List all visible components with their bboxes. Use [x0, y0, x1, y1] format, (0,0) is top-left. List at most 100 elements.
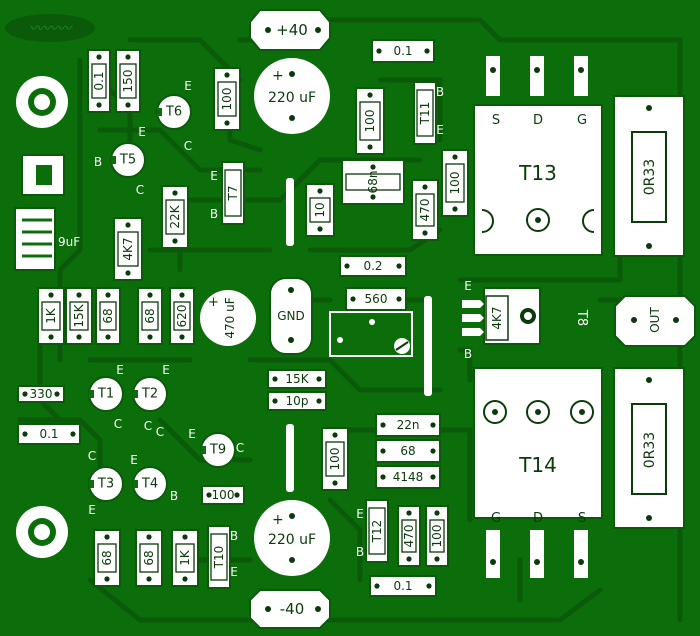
cap-0-1-top: 0.1	[371, 39, 435, 63]
cap-0-2: 0.2	[339, 255, 407, 277]
pin-letter: E	[138, 125, 146, 139]
resistor-150-label: 150	[121, 70, 135, 93]
cap-22n-label: 22n	[397, 418, 420, 432]
neg40-pad: -40	[249, 589, 331, 629]
t14-pin-s: S	[578, 511, 586, 526]
pin-letter: E	[184, 79, 192, 93]
cap-0-1-bottom: 0.1	[369, 575, 437, 597]
cap-10p-label: 10p	[286, 394, 309, 408]
t13-label: T13	[518, 161, 557, 185]
resistor-68-c-label: 68	[400, 444, 415, 458]
cap-0-1-top-label: 0.1	[393, 44, 412, 58]
resistor-15k-a-label: 15K	[72, 303, 86, 327]
resistor-1k-a-label: 1K	[44, 307, 58, 324]
transistor-t8: 4K7 E B T8	[462, 279, 589, 361]
transistor-t11: T11	[413, 81, 437, 145]
resistor-620-label: 620	[175, 305, 189, 328]
transistor-t12-label: T12	[370, 520, 384, 544]
pin-letter: E	[356, 507, 364, 521]
resistor-100-c-label: 100	[448, 172, 462, 195]
pin-letter: C	[114, 417, 122, 431]
resistor-15k-b-label: 15K	[285, 372, 309, 386]
resistor-22k: 22K	[161, 185, 189, 249]
pos40-label: +40	[276, 21, 308, 39]
cap-0-1-left: 0.1	[17, 423, 81, 445]
transistor-t5-label: T5	[119, 153, 136, 168]
resistor-100-e-label: 100	[212, 488, 235, 502]
input-connector: 9uF	[14, 154, 80, 271]
pin-letter: B	[170, 489, 178, 503]
resistor-100-d-label: 100	[328, 448, 342, 471]
transistor-t7-label: T7	[226, 186, 240, 202]
resistor-470-a: 470	[411, 179, 439, 241]
pin-letter: E	[162, 363, 170, 377]
transistor-t1: T1	[88, 376, 124, 412]
pin-letter: C	[156, 425, 164, 439]
resistor-100-b: 100	[355, 87, 385, 155]
transistor-t10: T10	[207, 525, 231, 589]
resistor-100-e: 100	[201, 485, 245, 505]
resistor-100-a-label: 100	[220, 88, 234, 111]
resistor-620: 620	[169, 287, 195, 345]
transistor-t4: T4	[132, 466, 168, 502]
pin-letter: C	[144, 419, 152, 433]
cap-220uf-top: + 220 uF	[254, 58, 330, 134]
resistor-10-label: 10	[313, 202, 327, 217]
resistor-100-b-label: 100	[363, 110, 377, 133]
transistor-t7: T7	[221, 161, 245, 225]
pin-letter: E	[436, 123, 444, 137]
resistor-100-a: 100	[213, 67, 241, 131]
pin-letter: E	[188, 427, 196, 441]
resistor-330: 330	[17, 385, 65, 403]
resistor-68-e: 68	[135, 529, 163, 587]
cap-68n-label: 68n	[366, 171, 380, 194]
transistor-t14: T14 G D S	[473, 367, 603, 578]
jumper-wires	[286, 178, 432, 492]
cap-plus-sign: +	[272, 512, 284, 528]
out-label: OUT	[648, 307, 662, 333]
resistor-22k-label: 22K	[168, 204, 182, 228]
resistor-1k-b: 1K	[171, 529, 199, 587]
pin-letter: C	[88, 449, 96, 463]
cap-470uf: + 470 uF	[200, 290, 256, 346]
pin-letter: E	[130, 453, 138, 467]
transistor-t11-label: T11	[418, 102, 432, 126]
resistor-68-c: 68	[375, 439, 441, 463]
t13-pin-g: G	[577, 113, 587, 128]
cap-10p: 10p	[267, 391, 327, 411]
gnd-pad: GND	[269, 277, 313, 355]
cap-220uf-top-label: 220 uF	[268, 90, 316, 106]
pin-letter: C	[136, 183, 144, 197]
or33-top-label: 0R33	[642, 159, 658, 195]
resistor-68-d: 68	[93, 529, 121, 587]
resistor-100-f-label: 100	[430, 525, 444, 548]
resistor-15k-a: 15K	[65, 287, 93, 345]
resistor-330-label: 330	[30, 387, 53, 401]
resistor-100-d: 100	[321, 427, 349, 491]
svg-text:〰〰〰: 〰〰〰	[29, 21, 73, 37]
transistor-t3: T3	[88, 466, 124, 502]
pin-letter: E	[230, 565, 238, 579]
resistor-100-f: 100	[425, 505, 449, 567]
cap-plus-sign: +	[272, 68, 284, 84]
resistor-or33-top: 0R33	[613, 95, 685, 257]
signature-mark: 〰〰〰	[5, 14, 95, 42]
resistor-15k-b: 15K	[267, 369, 327, 389]
cap-220uf-bottom-label: 220 uF	[268, 532, 316, 548]
mounting-hole-bottom	[16, 506, 68, 558]
resistor-560: 560	[345, 287, 407, 311]
transistor-t9: T9	[200, 432, 236, 468]
t14-pin-g: G	[491, 511, 501, 526]
resistor-68-d-label: 68	[100, 550, 114, 565]
pin-letter: B	[230, 529, 238, 543]
cap-22n: 22n	[375, 413, 441, 437]
pin-letter: B	[356, 545, 364, 559]
gnd-label: GND	[277, 309, 305, 323]
transistor-t2: T2	[132, 376, 168, 412]
t8-pin-e: E	[464, 279, 472, 293]
t8-pin-b: B	[464, 347, 472, 361]
t14-pin-d: D	[533, 511, 543, 526]
